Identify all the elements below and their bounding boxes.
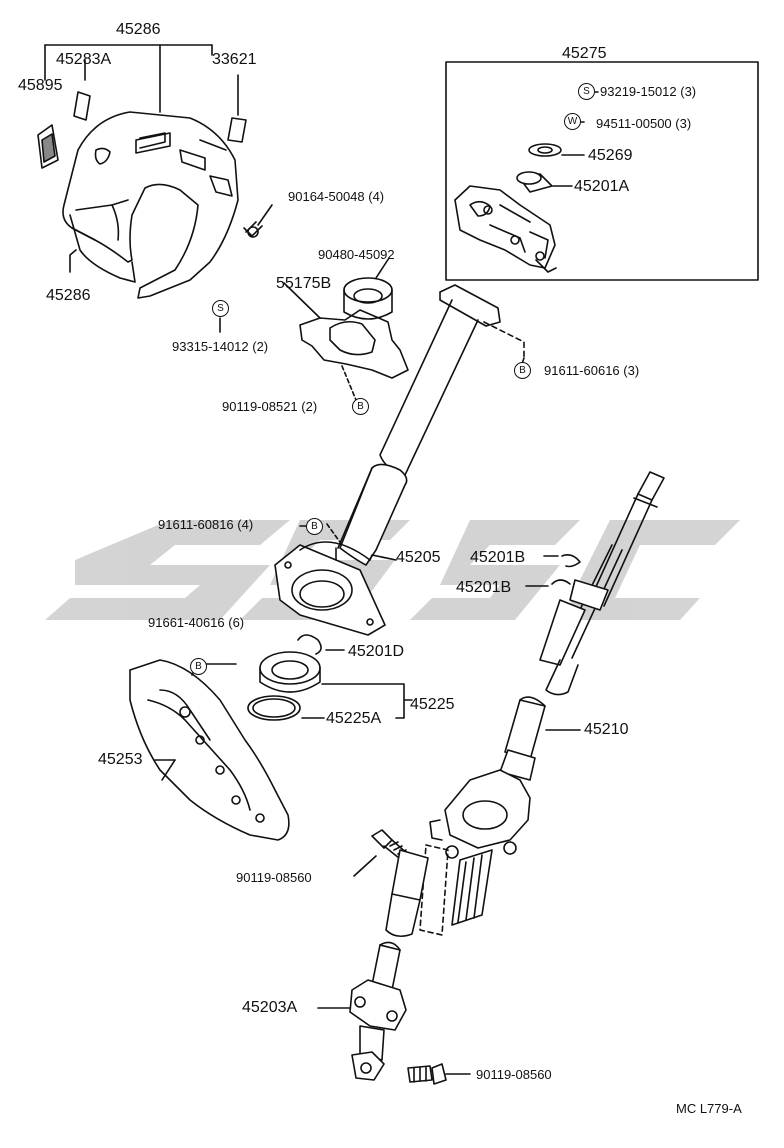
symbol-b-90119-08521: B	[352, 398, 369, 415]
label-90480-45092: 90480-45092	[318, 247, 395, 262]
label-45283a: 45283A	[56, 51, 112, 68]
footer-diagram-code: MC L779-A	[676, 1101, 742, 1116]
label-91611-60616: 91611-60616 (3)	[544, 363, 640, 378]
label-93219-15012: 93219-15012 (3)	[600, 84, 697, 99]
label-45895: 45895	[18, 77, 63, 94]
label-90119-08560-upper: 90119-08560	[236, 870, 312, 885]
symbol-b-91611-60816: B	[306, 518, 323, 535]
symbol-b-91611-60616: B	[514, 362, 531, 379]
label-45275: 45275	[562, 45, 607, 62]
label-90164-50048: 90164-50048 (4)	[288, 189, 385, 204]
symbol-w-94511: W	[564, 113, 581, 130]
symbol-s-93315: S	[212, 300, 229, 317]
label-45210: 45210	[584, 721, 629, 738]
label-45201b-lower: 45201B	[456, 579, 512, 596]
label-33621: 33621	[212, 51, 257, 68]
label-45201b-upper: 45201B	[470, 549, 526, 566]
label-93315-14012: 93315-14012 (2)	[172, 339, 269, 354]
label-91661-40616: 91661-40616 (6)	[148, 615, 245, 630]
symbol-b-91661: B	[190, 658, 207, 675]
label-45253: 45253	[98, 751, 143, 768]
label-45286-bottom: 45286	[46, 287, 91, 304]
symbol-s-93219: S	[578, 83, 595, 100]
label-45269: 45269	[588, 147, 633, 164]
label-45201a: 45201A	[574, 178, 630, 195]
label-45225: 45225	[410, 696, 455, 713]
label-90119-08560-lower: 90119-08560	[476, 1067, 552, 1082]
label-45205: 45205	[396, 549, 441, 566]
label-45201d: 45201D	[348, 643, 405, 660]
label-45225a: 45225A	[326, 710, 382, 727]
label-55175b: 55175B	[276, 275, 332, 292]
label-90119-08521: 90119-08521 (2)	[222, 399, 318, 414]
label-94511-00500: 94511-00500 (3)	[596, 116, 692, 131]
label-91611-60816: 91611-60816 (4)	[158, 517, 254, 532]
label-45203a: 45203A	[242, 999, 298, 1016]
label-45286-top: 45286	[116, 21, 161, 38]
line-drawing	[37, 44, 759, 1085]
